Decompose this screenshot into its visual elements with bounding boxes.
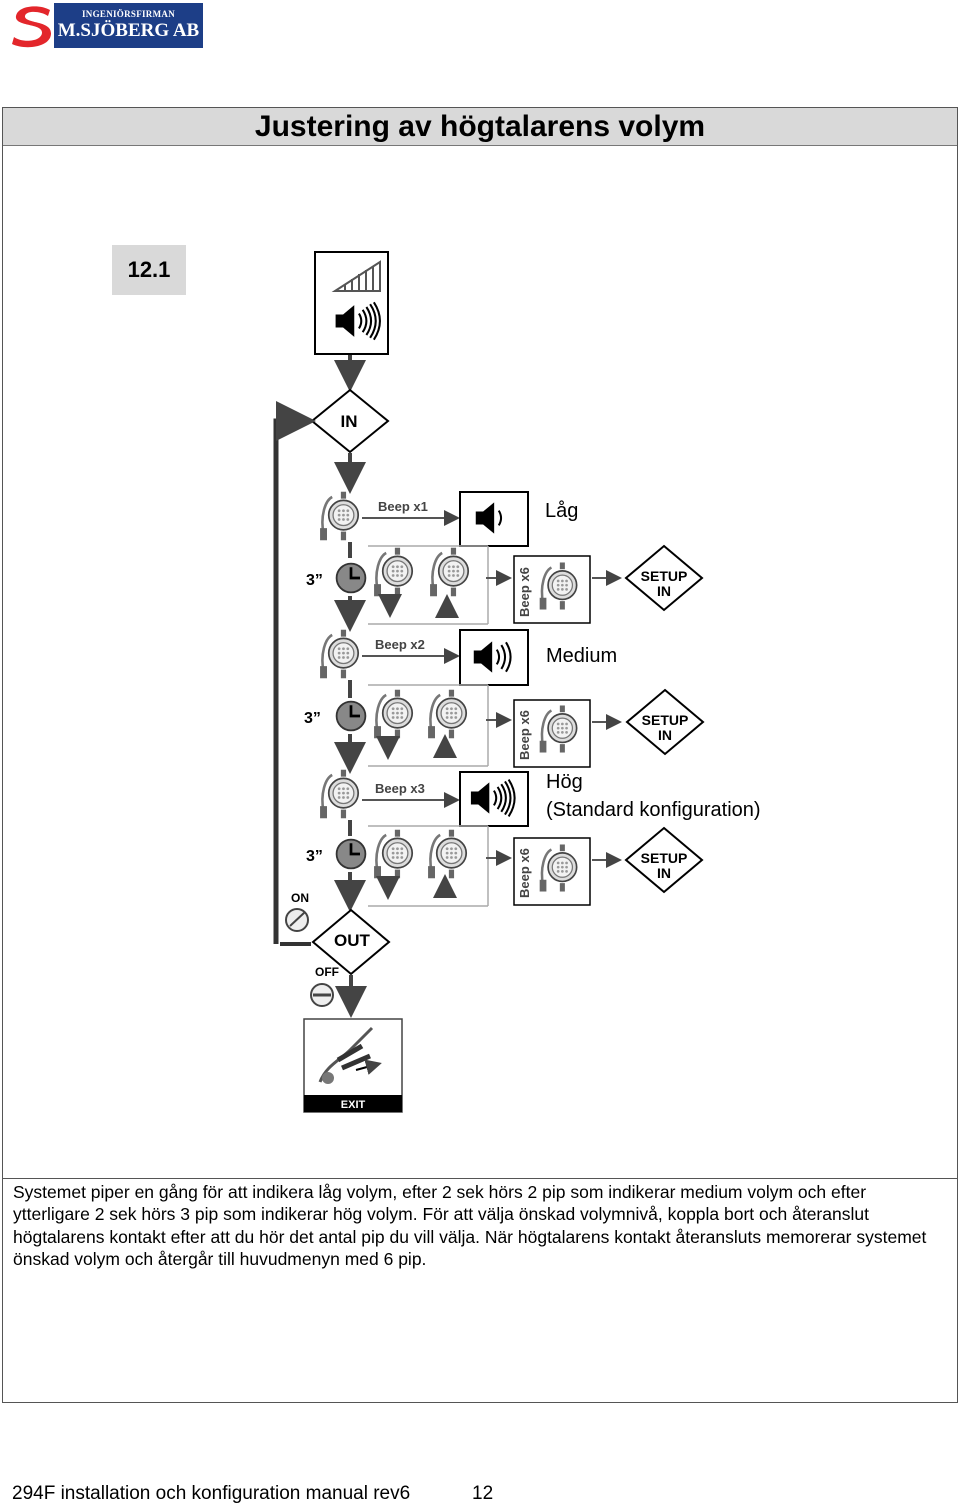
level-low-setup-label: SETUP (641, 568, 688, 584)
switch-off-label: OFF (315, 965, 339, 979)
step-number-badge: 12.1 (112, 245, 186, 295)
level-high-note: (Standard konfiguration) (546, 799, 761, 821)
level-low-delay-label: 3” (306, 572, 323, 589)
level-high-setup-label: SETUP (641, 850, 688, 866)
out-node-label: OUT (334, 931, 371, 950)
level-medium-beep-label: Beep x2 (375, 637, 425, 652)
switch-on-label: ON (291, 891, 309, 905)
level-medium-confirm-label: Beep x6 (517, 710, 532, 760)
loop-back-line (273, 401, 316, 946)
level-high-setup-sub-label: IN (657, 865, 671, 881)
level-high-label: Hög (546, 771, 583, 793)
level-high-block: Beep x3 3” Beep x6 SETUP IN (306, 768, 704, 912)
level-high-confirm-label: Beep x6 (517, 848, 532, 898)
level-low-block: Beep x1 3” Beep x6 SETUP IN (306, 490, 704, 632)
exit-disconnect-icon: EXIT (303, 1018, 403, 1113)
volume-menu-icon (314, 251, 389, 355)
level-low-label: Låg (545, 500, 579, 522)
level-medium-block: Beep x2 3” Beep x6 SETUP IN (304, 628, 705, 774)
level-low-confirm-label: Beep x6 (517, 567, 532, 617)
switch-off-icon: OFF (310, 965, 339, 1007)
level-medium-setup-label: SETUP (642, 712, 689, 728)
switch-on-icon: ON (285, 891, 309, 932)
in-node-label: IN (341, 412, 358, 431)
exit-label: EXIT (341, 1099, 366, 1111)
content-frame: Justering av högtalarens volym (2, 107, 958, 1403)
page-title: Justering av högtalarens volym (254, 110, 706, 143)
volume-flow-diagram: IN Beep x1 3” Beep x6 SETUP IN Be (273, 251, 705, 1113)
level-medium-delay-label: 3” (304, 710, 321, 727)
in-node: IN (310, 388, 390, 454)
level-high-delay-label: 3” (306, 848, 323, 865)
title-bar: Justering av högtalarens volym (3, 108, 957, 146)
level-high-beep-label: Beep x3 (375, 781, 425, 796)
level-low-setup-sub-label: IN (657, 583, 671, 599)
logo-company-name: M.SJÖBERG AB (57, 20, 200, 41)
s-logo-icon (10, 3, 56, 48)
footer-page-number: 12 (472, 1483, 494, 1504)
out-node: OUT (311, 908, 391, 976)
level-low-beep-label: Beep x1 (378, 499, 428, 514)
logo-badge: INGENIÖRSFIRMAN M.SJÖBERG AB (54, 3, 203, 48)
logo-subtitle: INGENIÖRSFIRMAN (81, 9, 175, 19)
footer-doc-title: 294F installation och konfiguration manu… (12, 1483, 411, 1504)
level-medium-setup-sub-label: IN (658, 727, 672, 743)
company-logo: INGENIÖRSFIRMAN M.SJÖBERG AB (10, 3, 203, 48)
level-medium-label: Medium (546, 645, 618, 667)
description-text: Systemet piper en gång för att indikera … (3, 1178, 957, 1271)
